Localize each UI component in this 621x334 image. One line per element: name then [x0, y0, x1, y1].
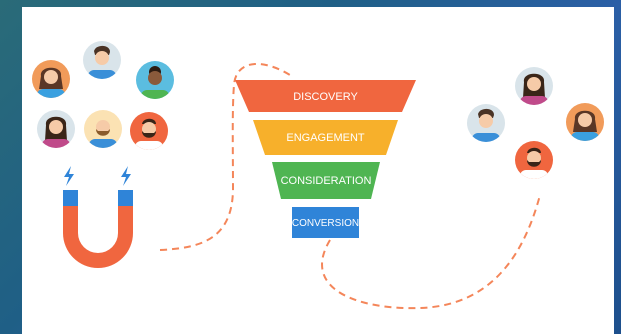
funnel-label-conversion: CONVERSION: [292, 218, 359, 229]
user-avatar-icon: [515, 141, 553, 179]
user-avatar-icon: [83, 41, 121, 79]
user-avatar-icon: [32, 60, 70, 98]
funnel-stage-discovery: [235, 80, 416, 112]
magnet-icon: [63, 190, 133, 268]
user-avatar-icon: [37, 110, 75, 148]
user-avatar-icon: [84, 110, 122, 148]
funnel-stage-conversion: [292, 207, 359, 238]
lightning-bolt-icon: [121, 166, 131, 186]
funnel-label-consideration: CONSIDERATION: [281, 175, 372, 187]
funnel-label-engagement: ENGAGEMENT: [286, 132, 365, 144]
funnel-label-discovery: DISCOVERY: [293, 91, 358, 103]
user-avatar-icon: [467, 104, 505, 142]
user-avatar-icon: [566, 103, 604, 141]
dashed-path-left: [159, 62, 291, 251]
user-avatar-icon: [130, 112, 168, 150]
user-avatar-icon: [136, 61, 174, 99]
funnel-stage-engagement: [253, 120, 398, 155]
lightning-bolt-icon: [64, 166, 74, 186]
dashed-path-right: [321, 194, 541, 310]
funnel-stage-consideration: [272, 162, 380, 199]
user-avatar-icon: [515, 67, 553, 105]
funnel: DISCOVERY ENGAGEMENT CONSIDERATION CONVE…: [235, 80, 416, 238]
